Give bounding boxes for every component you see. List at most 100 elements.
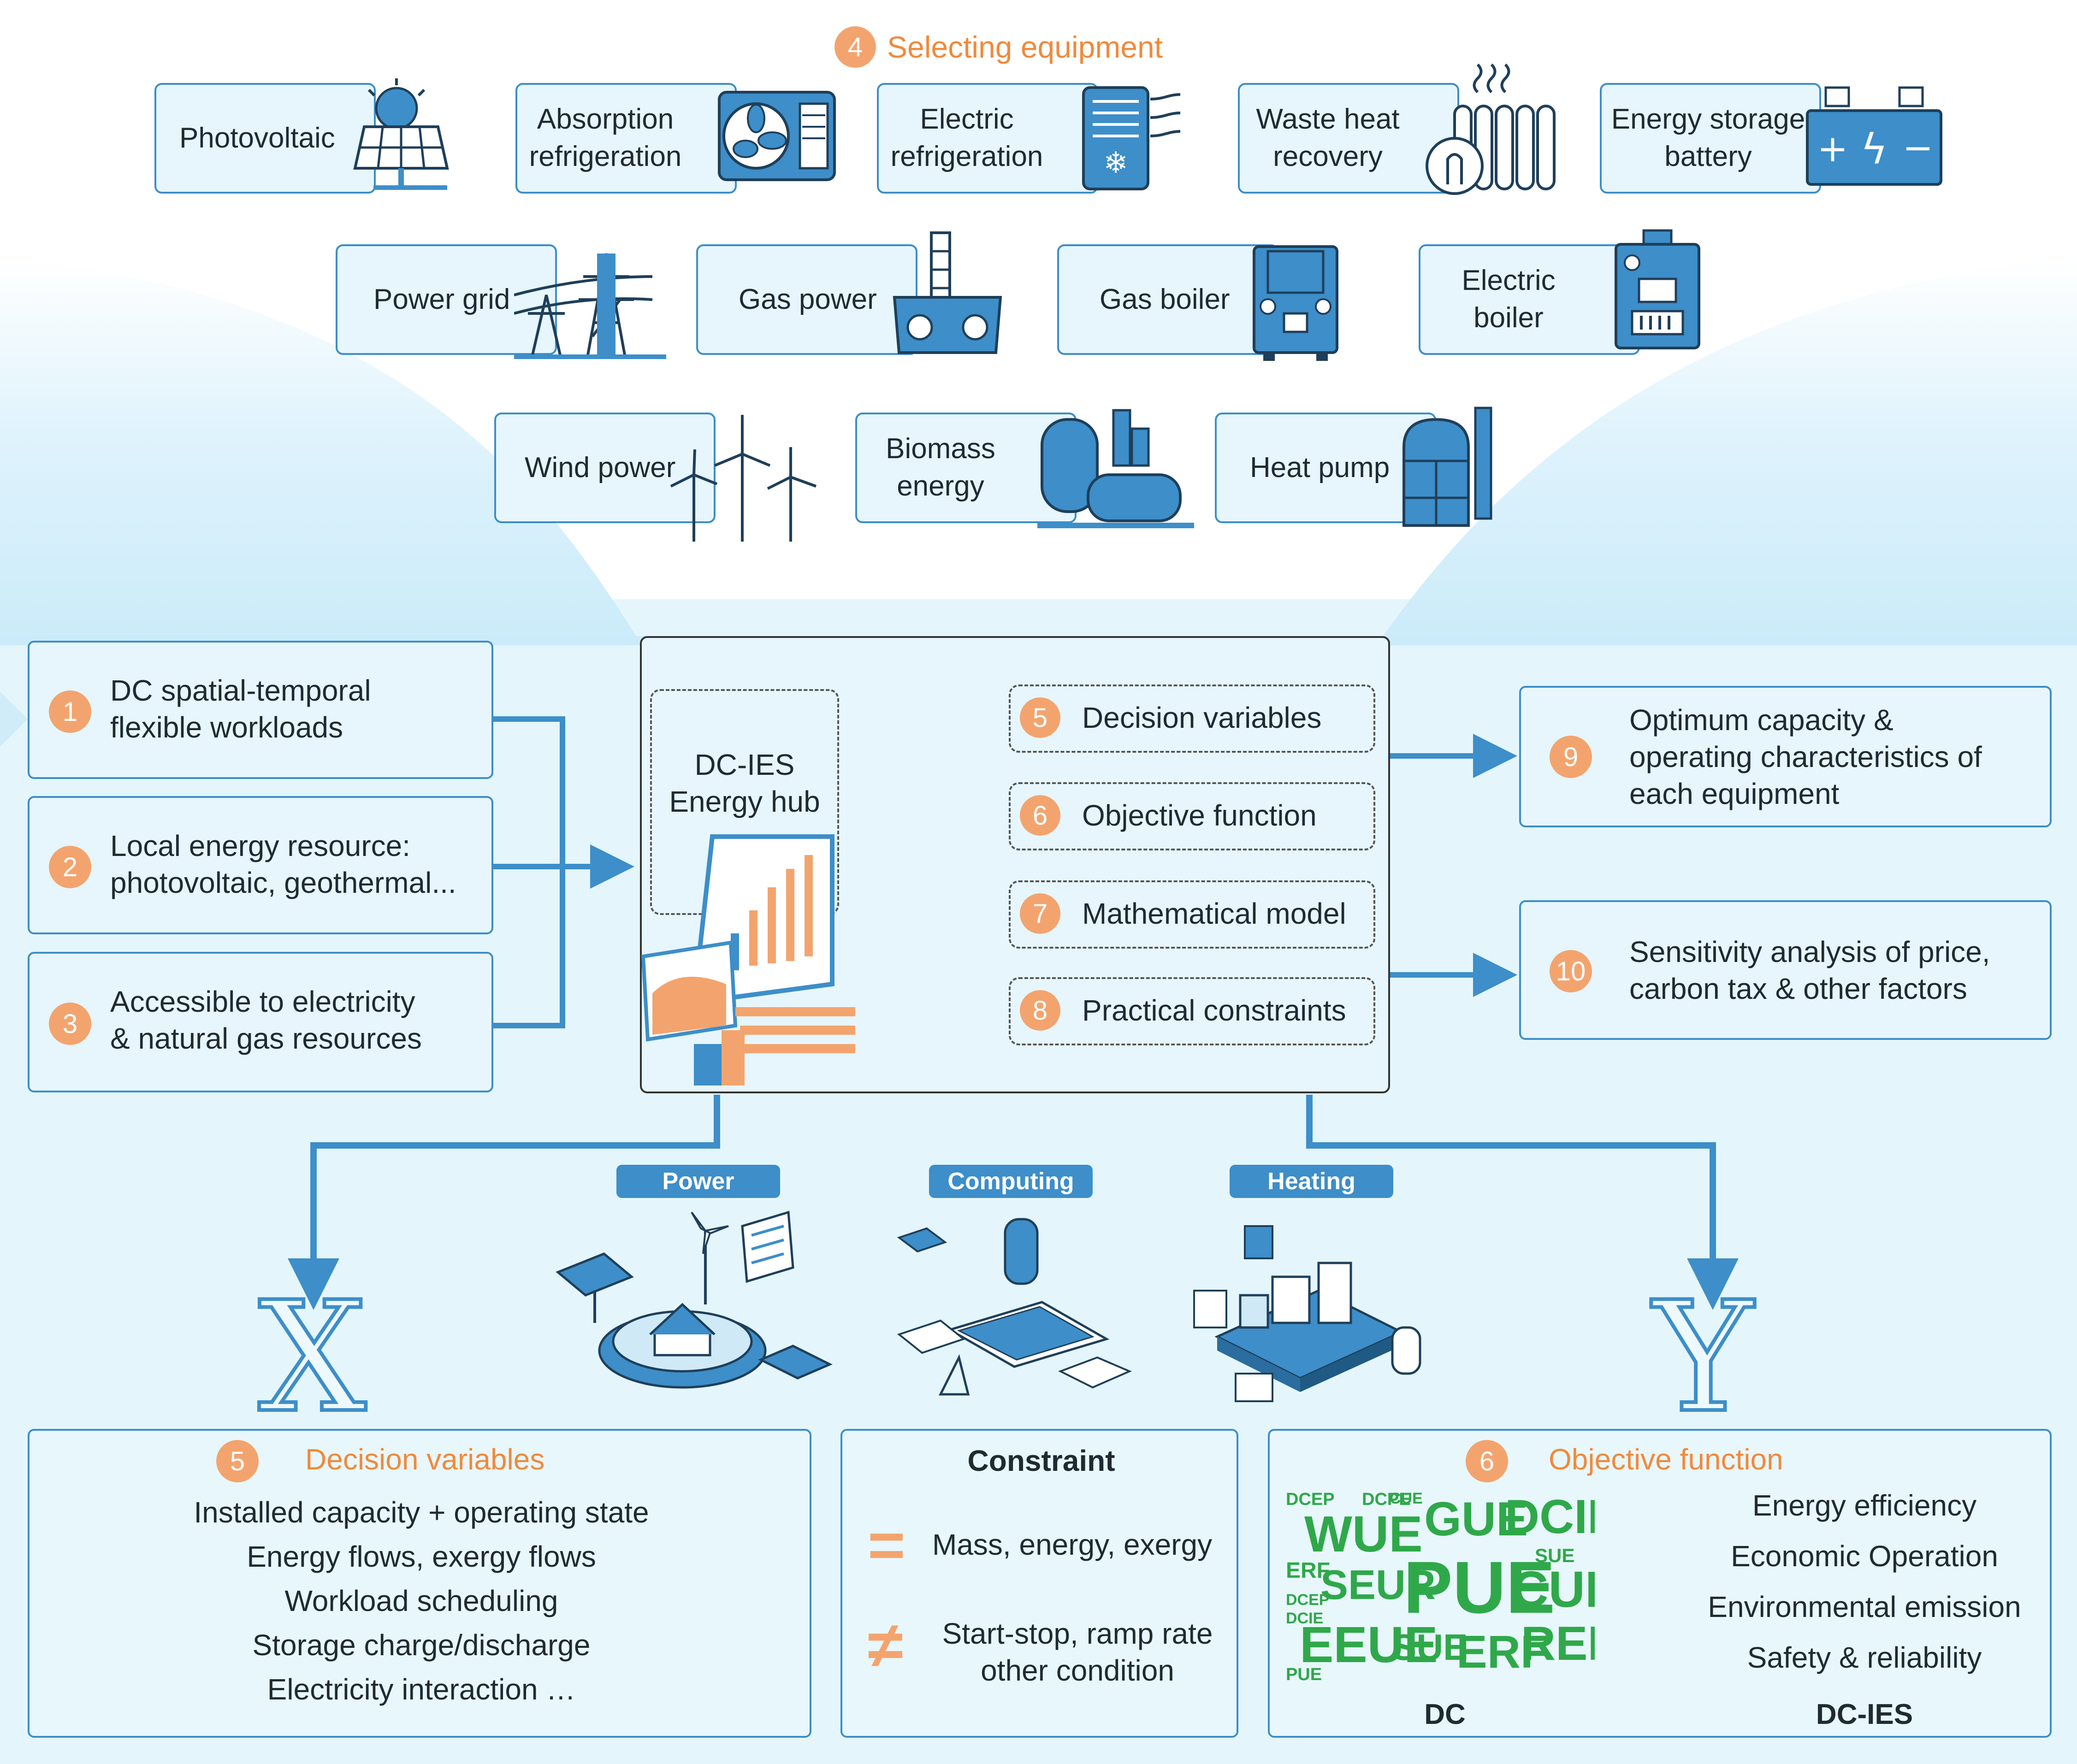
svg-text:ϟ: ϟ bbox=[1860, 125, 1888, 174]
objective-item: Safety & reliability bbox=[1747, 1641, 1982, 1674]
word: EEUE bbox=[1300, 1617, 1438, 1673]
objective-function-box: 6 Objective function Energy efficiency E… bbox=[1268, 1429, 2052, 1738]
input-box-workloads: 1 DC spatial-temporal flexible workloads bbox=[28, 641, 493, 779]
equipment-energy-storage-battery: Energy storage battery bbox=[1600, 83, 1821, 194]
metrics-word-cloud: DCEP WUE DCPE GUE DCIE CUE ERF SUE PUE S… bbox=[1286, 1491, 1595, 1689]
output-box-optimum-capacity: 9 Optimum capacity & operating character… bbox=[1519, 686, 2052, 827]
gas-boiler-icon bbox=[1253, 245, 1338, 361]
down-connectors bbox=[288, 1095, 1739, 1310]
hub-item-mathematical-model: 7 Mathematical model bbox=[1009, 880, 1375, 949]
objective-title: Objective function bbox=[1549, 1443, 1783, 1476]
constraint-eq-text: Mass, energy, exergy bbox=[932, 1528, 1213, 1561]
equipment-gas-power: Gas power bbox=[696, 244, 917, 355]
hub-item-number: 6 bbox=[1020, 795, 1060, 836]
equipment-gas-boiler: Gas boiler bbox=[1057, 244, 1278, 355]
word: DCEP bbox=[1286, 1491, 1335, 1509]
objective-item: Economic Operation bbox=[1731, 1540, 1998, 1573]
electric-boiler-icon bbox=[1615, 229, 1700, 349]
word: GUE bbox=[1424, 1493, 1528, 1546]
constraint-neq-text: Start-stop, ramp rate other condition bbox=[942, 1617, 1213, 1687]
heating-illustration-icon bbox=[1193, 1225, 1421, 1402]
equipment-heat-pump: Heat pump bbox=[1215, 413, 1436, 523]
equipment-label: Power grid bbox=[373, 283, 510, 315]
output-number: 10 bbox=[1550, 950, 1592, 992]
ac-unit-icon: ❄ bbox=[1082, 86, 1181, 190]
equipment-waste-heat-recovery: Waste heat recovery bbox=[1238, 83, 1459, 194]
input-box-local-energy: 2 Local energy resource: photovoltaic, g… bbox=[28, 796, 493, 934]
input-text: DC spatial-temporal flexible workloads bbox=[110, 674, 371, 744]
hub-item-number: 5 bbox=[1020, 697, 1060, 738]
input-number: 3 bbox=[49, 1003, 91, 1045]
tag-power: Power bbox=[616, 1165, 780, 1198]
constraint-title: Constraint bbox=[967, 1444, 1115, 1477]
input-text: Local energy resource: photovoltaic, geo… bbox=[110, 829, 456, 899]
decision-line: Storage charge/discharge bbox=[252, 1628, 591, 1662]
biomass-plant-icon bbox=[1037, 409, 1194, 528]
word: DCPE bbox=[1362, 1491, 1411, 1509]
word: REF bbox=[1521, 1617, 1595, 1670]
equipment-label: Photovoltaic bbox=[179, 122, 335, 154]
equipment-label: Biomass energy bbox=[886, 433, 995, 502]
hub-item-objective-function: 6 Objective function bbox=[1009, 782, 1375, 850]
hub-item-number: 7 bbox=[1020, 893, 1060, 934]
input-box-grid-access: 3 Accessible to electricity & natural ga… bbox=[28, 952, 493, 1092]
equipment-label: Waste heat recovery bbox=[1256, 103, 1400, 172]
word: PUE bbox=[1403, 1546, 1555, 1628]
heat-pump-icon bbox=[1402, 407, 1492, 527]
equals-icon: = bbox=[868, 1509, 905, 1581]
word: DCEP bbox=[1286, 1591, 1330, 1609]
radiator-icon bbox=[1426, 63, 1556, 195]
word: DCIE bbox=[1286, 1610, 1324, 1627]
word: CUE bbox=[1390, 1491, 1423, 1507]
equipment-wind-power: Wind power bbox=[494, 413, 716, 523]
gas-plant-icon bbox=[893, 231, 1002, 354]
input-number: 2 bbox=[49, 846, 91, 888]
decision-variables-box: 5 Decision variables Installed capacity … bbox=[28, 1429, 811, 1738]
hub-item-text: Objective function bbox=[1082, 799, 1317, 832]
objective-item: Energy efficiency bbox=[1752, 1489, 1977, 1522]
output-number: 9 bbox=[1550, 736, 1592, 778]
power-tower-icon bbox=[514, 253, 666, 359]
battery-icon: + ϟ − bbox=[1806, 86, 1942, 186]
hub-item-text: Decision variables bbox=[1082, 701, 1322, 734]
equipment-label: Wind power bbox=[525, 451, 676, 484]
hub-item-text: Mathematical model bbox=[1082, 897, 1346, 930]
computing-illustration-icon bbox=[897, 1218, 1132, 1396]
not-equal-icon: ≠ bbox=[868, 1609, 903, 1681]
equipment-label: Heat pump bbox=[1250, 451, 1390, 484]
equipment-absorption-refrigeration: Absorption refrigeration bbox=[515, 83, 737, 194]
equipment-electric-refrigeration: Electric refrigeration bbox=[877, 83, 1098, 194]
equipment-biomass-energy: Biomass energy bbox=[855, 413, 1077, 523]
decision-title: Decision variables bbox=[305, 1443, 545, 1476]
decision-line: Energy flows, exergy flows bbox=[247, 1540, 596, 1573]
header-number: 4 bbox=[834, 26, 876, 68]
header: 4 Selecting equipment bbox=[834, 24, 1163, 70]
word: CUE bbox=[1512, 1561, 1595, 1618]
input-connectors bbox=[493, 716, 634, 1028]
energy-hub-label: DC-IES Energy hub bbox=[669, 748, 820, 818]
word: ERF bbox=[1286, 1558, 1330, 1583]
objective-item: Environmental emission bbox=[1708, 1590, 2021, 1623]
decision-number: 5 bbox=[216, 1440, 259, 1482]
equipment-label: Electric boiler bbox=[1462, 265, 1556, 334]
energy-hub-label-box: DC-IES Energy hub bbox=[650, 689, 839, 915]
output-box-sensitivity-analysis: 10 Sensitivity analysis of price, carbon… bbox=[1519, 900, 2052, 1040]
header-title: Selecting equipment bbox=[887, 30, 1163, 64]
power-illustration-icon bbox=[556, 1210, 833, 1389]
fan-unit-icon bbox=[718, 91, 836, 181]
equipment-label: Energy storage battery bbox=[1611, 103, 1805, 172]
constraint-box: Constraint = Mass, energy, exergy ≠ Star… bbox=[840, 1429, 1238, 1738]
output-text: Optimum capacity & operating characteris… bbox=[1629, 703, 1982, 810]
x-letter: X bbox=[256, 1269, 368, 1446]
input-text: Accessible to electricity & natural gas … bbox=[110, 985, 422, 1055]
decision-line: Workload scheduling bbox=[284, 1584, 558, 1617]
svg-text:❄: ❄ bbox=[1103, 146, 1128, 180]
word: SEUR bbox=[1320, 1562, 1436, 1608]
word: SUE bbox=[1392, 1627, 1468, 1668]
dc-ies-label: DC-IES bbox=[1816, 1699, 1913, 1730]
equipment-label: Absorption refrigeration bbox=[529, 103, 682, 172]
dashboard-monitor-icon bbox=[641, 834, 855, 1086]
output-text: Sensitivity analysis of price, carbon ta… bbox=[1629, 935, 1990, 1005]
hub-item-decision-variables: 5 Decision variables bbox=[1009, 684, 1375, 753]
equipment-label: Electric refrigeration bbox=[890, 103, 1043, 172]
